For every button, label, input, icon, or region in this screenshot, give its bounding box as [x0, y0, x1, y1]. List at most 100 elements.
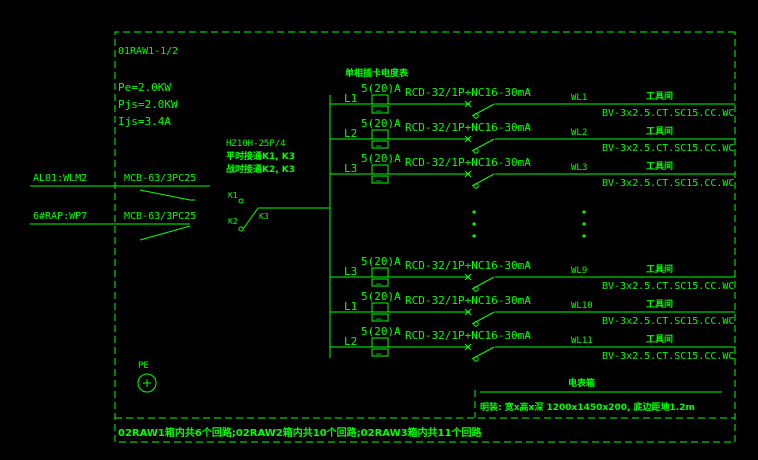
- switch-contact-2: [238, 226, 244, 232]
- circuit-cable: BV-3x2.5.CT.SC15.CC.WC: [602, 108, 734, 119]
- meter-icon: [371, 313, 389, 322]
- tag-k3: K3: [259, 212, 269, 221]
- circuit-breaker: RCD-32/1P+NC16-30mA: [405, 121, 531, 134]
- circuit-meter-rating: 5(20)A: [361, 290, 401, 303]
- omitted-dot: [472, 222, 476, 226]
- meter-icon-label: kWh: [376, 179, 382, 183]
- tag-k1: K1: [228, 191, 238, 200]
- meter-box: [371, 94, 389, 105]
- circuit-usage: 工具间: [646, 160, 673, 172]
- meter-box-label: 电表箱: [568, 377, 595, 389]
- circuit-cable: BV-3x2.5.CT.SC15.CC.WC: [602, 351, 734, 362]
- circuit-meter-rating: 5(20)A: [361, 325, 401, 338]
- meter-box: [371, 267, 389, 278]
- meter-icon: [371, 175, 389, 184]
- circuit-phase: L1: [344, 92, 357, 105]
- meter-icon-label: kWh: [376, 282, 382, 286]
- meter-box: [371, 129, 389, 140]
- switch-model: HZ10H-25P/4: [226, 139, 286, 149]
- circuit-wl: WL9: [571, 266, 587, 276]
- omitted-dot: [472, 210, 476, 214]
- breaker-contact: [473, 183, 479, 189]
- breaker-x: [464, 170, 472, 178]
- panel-pe: Pe=2.0KW: [118, 81, 171, 94]
- switch-blade: [242, 207, 330, 230]
- breaker-1-symbol: [139, 189, 195, 201]
- breaker-x: [464, 343, 472, 351]
- circuit-meter-rating: 5(20)A: [361, 255, 401, 268]
- meter-icon-label: kWh: [376, 109, 382, 113]
- meter-box: [371, 302, 389, 313]
- breaker-contact: [473, 356, 479, 362]
- meter-box: [371, 337, 389, 348]
- circuit-phase: L3: [344, 265, 357, 278]
- meter-title: 单相插卡电度表: [345, 67, 409, 79]
- omitted-dot: [472, 234, 476, 238]
- switch-line-2: 战时接通K2, K3: [226, 163, 295, 175]
- circuit-wl: WL11: [571, 336, 593, 346]
- pe-label: PE: [138, 361, 149, 371]
- circuit-breaker: RCD-32/1P+NC16-30mA: [405, 329, 531, 342]
- circuit-usage: 工具间: [646, 333, 673, 345]
- panel-outline: [114, 31, 736, 443]
- circuit-phase: L1: [344, 300, 357, 313]
- circuit-breaker: RCD-32/1P+NC16-30mA: [405, 86, 531, 99]
- breaker-x: [464, 308, 472, 316]
- circuit-cable: BV-3x2.5.CT.SC15.CC.WC: [602, 316, 734, 327]
- switch-line-1: 平时接通K1, K3: [226, 150, 295, 162]
- meter-box: [371, 164, 389, 175]
- circuit-usage: 工具间: [646, 298, 673, 310]
- panel-id: 01RAW1-1/2: [118, 46, 178, 57]
- meter-box-note: 明装: 宽x高x深 1200x1450x200, 底边距地1.2m: [480, 401, 695, 413]
- bottom-note: 02RAW1箱内共6个回路;02RAW2箱内共10个回路;02RAW3箱内共11…: [118, 426, 482, 439]
- breaker-x: [464, 273, 472, 281]
- incoming-breaker-1: MCB-63/3PC25: [124, 173, 196, 184]
- meter-icon: [371, 105, 389, 114]
- pe-earth-icon: [137, 373, 157, 393]
- circuit-cable: BV-3x2.5.CT.SC15.CC.WC: [602, 178, 734, 189]
- meter-icon-label: kWh: [376, 144, 382, 148]
- switch-contact-1: [238, 198, 244, 204]
- meter-icon-label: kWh: [376, 352, 382, 356]
- breaker-contact: [473, 321, 479, 327]
- circuit-phase: L3: [344, 162, 357, 175]
- circuit-meter-rating: 5(20)A: [361, 82, 401, 95]
- omitted-dot: [582, 234, 586, 238]
- panel-ijs: Ijs=3.4A: [118, 115, 171, 128]
- circuit-wl: WL1: [571, 93, 587, 103]
- circuit-phase: L2: [344, 335, 357, 348]
- circuit-cable: BV-3x2.5.CT.SC15.CC.WC: [602, 143, 734, 154]
- incoming-source-2: 6#RAP:WP7: [33, 211, 87, 222]
- circuit-usage: 工具间: [646, 125, 673, 137]
- circuit-breaker: RCD-32/1P+NC16-30mA: [405, 294, 531, 307]
- breaker-x: [464, 100, 472, 108]
- panel-pjs: Pjs=2.0KW: [118, 98, 178, 111]
- incoming-source-1: AL01:WLM2: [33, 173, 87, 184]
- breaker-contact: [473, 113, 479, 119]
- circuit-meter-rating: 5(20)A: [361, 152, 401, 165]
- circuit-breaker: RCD-32/1P+NC16-30mA: [405, 156, 531, 169]
- circuit-phase: L2: [344, 127, 357, 140]
- circuit-breaker: RCD-32/1P+NC16-30mA: [405, 259, 531, 272]
- circuit-wl: WL10: [571, 301, 593, 311]
- meter-icon-label: kWh: [376, 317, 382, 321]
- breaker-x: [464, 135, 472, 143]
- meter-icon: [371, 348, 389, 357]
- omitted-dot: [582, 210, 586, 214]
- circuit-meter-rating: 5(20)A: [361, 117, 401, 130]
- breaker-contact: [473, 286, 479, 292]
- incoming-breaker-2: MCB-63/3PC25: [124, 211, 196, 222]
- tag-k2: K2: [228, 217, 238, 226]
- circuit-cable: BV-3x2.5.CT.SC15.CC.WC: [602, 281, 734, 292]
- circuit-usage: 工具间: [646, 263, 673, 275]
- meter-icon: [371, 140, 389, 149]
- breaker-2-symbol: [139, 225, 191, 241]
- omitted-dot: [582, 222, 586, 226]
- circuit-wl: WL3: [571, 163, 587, 173]
- meter-icon: [371, 278, 389, 287]
- breaker-contact: [473, 148, 479, 154]
- circuit-usage: 工具间: [646, 90, 673, 102]
- circuit-wl: WL2: [571, 128, 587, 138]
